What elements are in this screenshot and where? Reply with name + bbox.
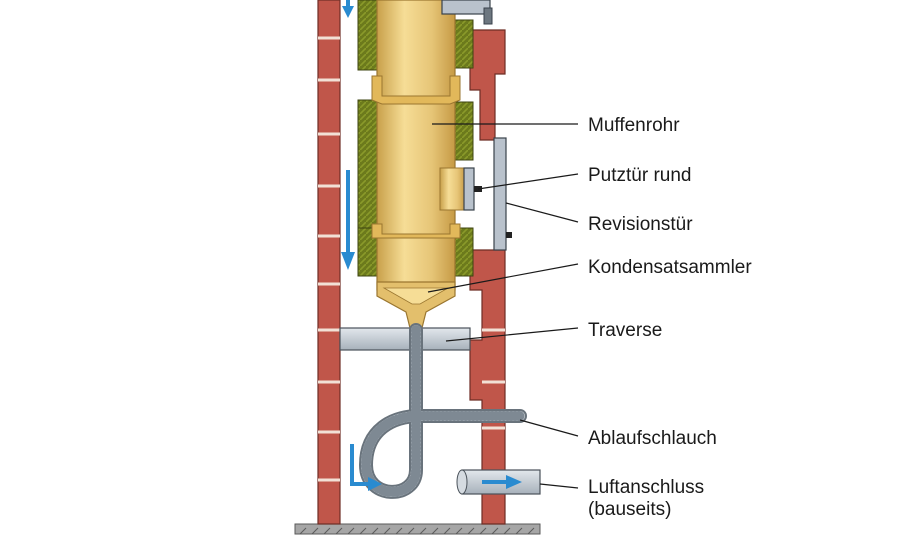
socket-pipe: [371, 0, 493, 291]
drain-hose: [358, 323, 527, 499]
revision-door-handle: [506, 232, 512, 238]
revision-door: [493, 137, 507, 251]
left-brick-wall: [317, 0, 341, 525]
label-traverse: Traverse: [588, 320, 662, 341]
right-brick-wall: [469, 29, 506, 525]
ground-plate: [294, 523, 541, 535]
label-revisionstuer: Revisionstür: [588, 214, 693, 235]
label-luftanschluss-line1: Luftanschluss: [588, 477, 704, 498]
leader-lines: [427, 123, 579, 489]
label-kondensatsammler: Kondensatsammler: [588, 257, 752, 278]
label-luftanschluss-line2: (bauseits): [588, 499, 671, 520]
label-putztuer: Putztür rund: [588, 165, 692, 186]
label-ablaufschlauch: Ablaufschlauch: [588, 428, 717, 449]
cleaning-door: [463, 167, 475, 211]
flow-arrows: [341, 0, 522, 491]
traverse-beam: [339, 327, 471, 351]
label-muffenrohr: Muffenrohr: [588, 115, 680, 136]
